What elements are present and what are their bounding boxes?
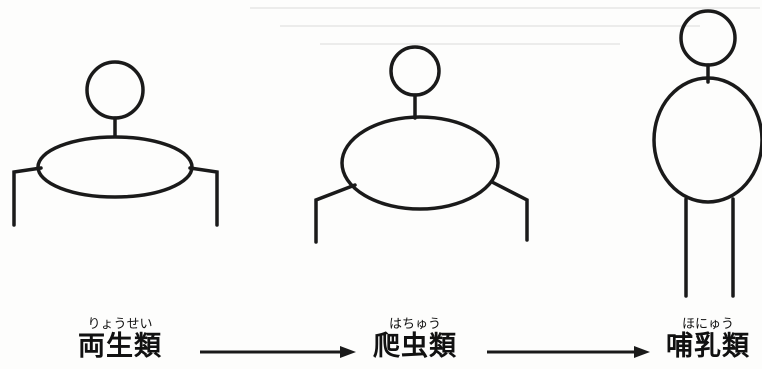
reptile-name: 爬虫類 — [373, 331, 457, 362]
reptile-head — [389, 45, 441, 97]
mammal-figure — [652, 9, 762, 298]
faint-background-text — [250, 7, 760, 45]
amphibian-left-leg — [12, 166, 43, 227]
reptile-label: はちゅう 爬虫類 — [355, 318, 475, 362]
arrow-1 — [200, 346, 356, 358]
mammal-reading: ほにゅう — [681, 317, 734, 332]
arrow-2 — [487, 346, 650, 358]
amphibian-name: 両生類 — [78, 331, 162, 362]
reptile-right-leg — [490, 180, 529, 242]
mammal-body — [652, 76, 762, 204]
reptile-figure — [314, 45, 529, 244]
mammal-head — [679, 9, 737, 67]
reptile-left-leg — [314, 183, 357, 244]
amphibian-body — [36, 135, 194, 199]
amphibian-right-leg — [188, 166, 219, 227]
reptile-body — [340, 115, 500, 211]
reptile-reading: はちゅう — [388, 317, 441, 332]
amphibian-reading: りょうせい — [87, 317, 153, 332]
amphibian-head — [85, 60, 145, 120]
amphibian-figure — [12, 60, 219, 227]
amphibian-label: りょうせい 両生類 — [60, 318, 180, 362]
mammal-name: 哺乳類 — [666, 331, 750, 362]
mammal-label: ほにゅう 哺乳類 — [652, 318, 762, 362]
